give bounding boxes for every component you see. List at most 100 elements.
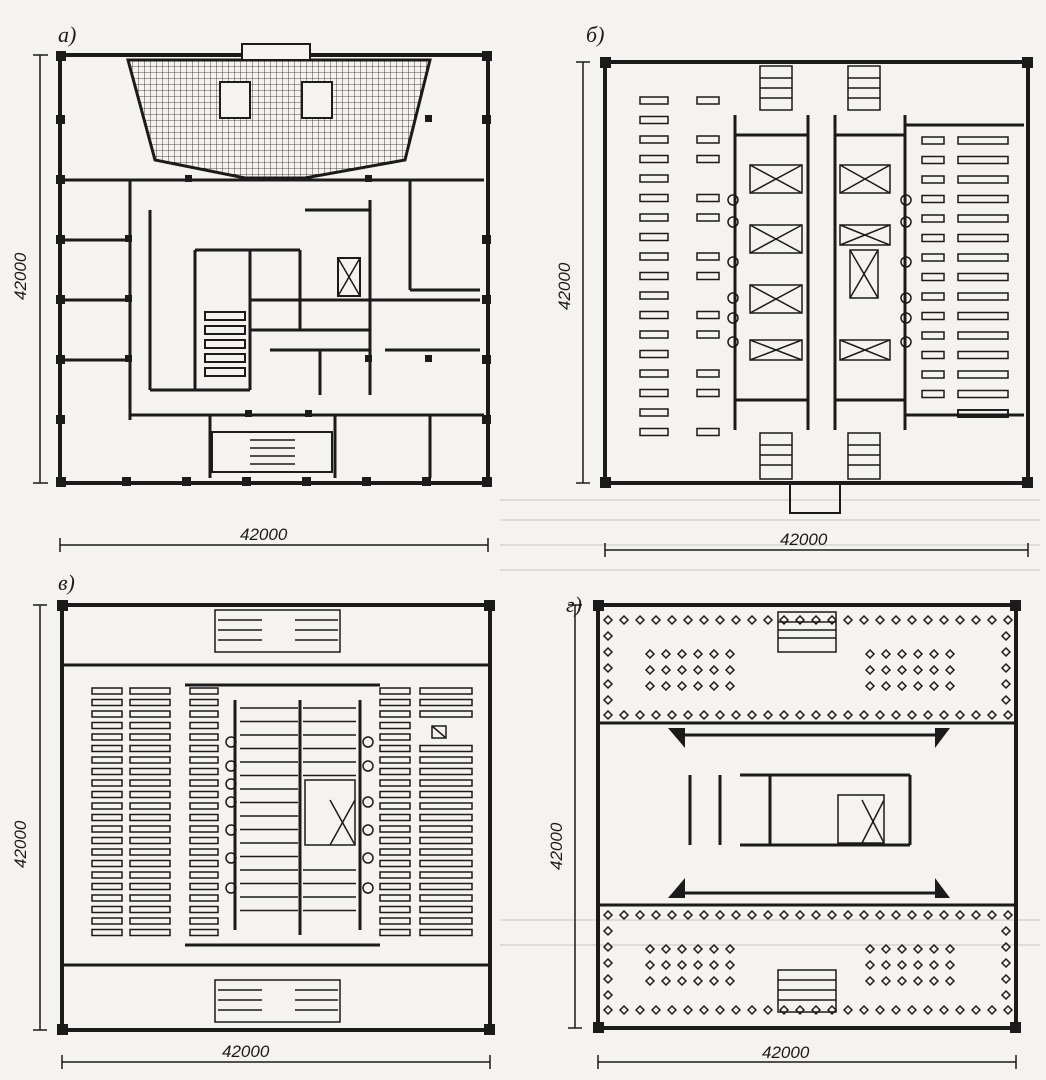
stairs [777, 611, 885, 1013]
table-diamond [698, 1004, 710, 1016]
desk [189, 882, 219, 891]
table-diamond [602, 989, 614, 1001]
table-diamond [778, 1004, 790, 1016]
table-diamond [602, 941, 614, 953]
table-diamond [874, 709, 886, 721]
table-diamond [954, 1004, 966, 1016]
table-diamond [676, 943, 688, 955]
desk [639, 115, 669, 125]
stairs [214, 609, 447, 1023]
desk [91, 802, 123, 810]
table-diamond [746, 709, 758, 721]
desk [91, 905, 123, 914]
desk [379, 710, 411, 718]
desk [419, 905, 473, 914]
desk [957, 136, 1009, 145]
desk [921, 292, 945, 301]
table-diamond [714, 614, 726, 626]
desk [129, 721, 171, 730]
table-diamond [912, 648, 924, 660]
table-diamond [842, 614, 854, 626]
desk [957, 194, 1009, 204]
table-diamond [1002, 709, 1014, 721]
desk [379, 813, 411, 822]
table-diamond [644, 664, 656, 676]
desk [419, 882, 473, 891]
desk [639, 96, 669, 105]
desk [91, 710, 123, 718]
table-diamond [928, 975, 940, 987]
table-diamond [858, 709, 870, 721]
partitions [600, 721, 1014, 907]
desk [957, 311, 1009, 321]
table-diamond [864, 943, 876, 955]
table-diamond [634, 1004, 646, 1016]
table-diamond [692, 664, 704, 676]
desk [379, 721, 411, 730]
desk [639, 291, 669, 300]
table-diamond [618, 614, 630, 626]
partitions [64, 178, 484, 478]
table-diamond [762, 709, 774, 721]
desk [921, 331, 945, 340]
desk [189, 687, 219, 695]
stairs [759, 65, 881, 480]
desk [419, 767, 473, 776]
table-diamond [618, 709, 630, 721]
desk [379, 928, 411, 937]
table-diamond [794, 909, 806, 921]
desk [379, 836, 411, 845]
desk [957, 389, 1009, 399]
desk [91, 848, 123, 856]
desk [696, 388, 720, 398]
desk [189, 836, 219, 845]
table-diamond [864, 680, 876, 692]
desk [419, 687, 473, 695]
table-diamond [634, 909, 646, 921]
shelving-rows [240, 707, 356, 912]
desk [921, 175, 945, 184]
desk [379, 779, 411, 787]
desk [639, 408, 669, 417]
table-diamond [746, 1004, 758, 1016]
desk [91, 859, 123, 868]
table-diamond [1000, 678, 1012, 690]
desk [189, 733, 219, 741]
desk [91, 894, 123, 902]
table-diamond [880, 959, 892, 971]
desk [91, 825, 123, 833]
desk [419, 744, 473, 753]
desk [957, 272, 1009, 282]
desk [696, 252, 720, 261]
table-diamond [676, 975, 688, 987]
desk [957, 370, 1009, 379]
table-diamond [602, 614, 614, 626]
columns [600, 57, 1033, 488]
plan-b: б) [555, 22, 1033, 557]
table-diamond [778, 709, 790, 721]
desk [696, 369, 720, 378]
table-diamond [692, 680, 704, 692]
plan-label: в) [58, 570, 75, 595]
desk [696, 427, 720, 437]
table-diamond [938, 909, 950, 921]
table-diamond [954, 709, 966, 721]
table-diamond [826, 614, 838, 626]
desk [639, 271, 669, 281]
desk [696, 96, 720, 105]
height-dimension: 42000 [547, 822, 566, 870]
table-diamond [896, 664, 908, 676]
table-diamond [938, 614, 950, 626]
desk [957, 409, 1009, 418]
table-diamond [874, 1004, 886, 1016]
elevator [337, 257, 361, 297]
desk [91, 836, 123, 845]
table-diamond [660, 648, 672, 660]
table-diamond [644, 959, 656, 971]
table-diamond [730, 614, 742, 626]
desk [639, 213, 669, 222]
table-diamond [864, 648, 876, 660]
desk [189, 894, 219, 902]
desk [696, 154, 720, 164]
dimension-lines [576, 61, 1029, 557]
